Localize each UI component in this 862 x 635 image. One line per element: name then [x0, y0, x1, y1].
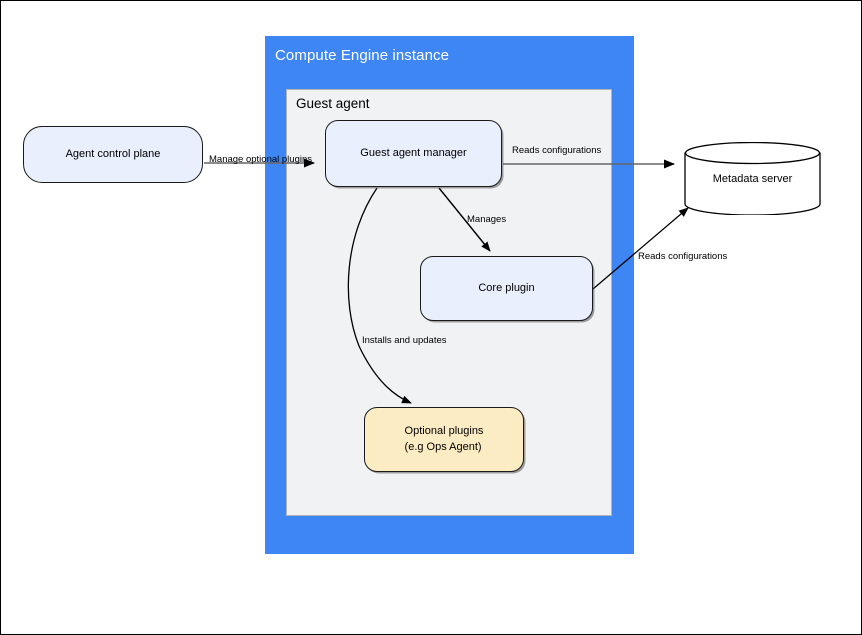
- node-core-plugin-label: Core plugin: [478, 281, 535, 294]
- edge-label-manage-optional-plugins: Manage optional plugins: [209, 154, 312, 165]
- node-guest-agent-manager[interactable]: Guest agent manager: [325, 120, 502, 187]
- edge-label-manages: Manages: [467, 214, 507, 225]
- container-guest-agent-label: Guest agent: [296, 96, 370, 111]
- edge-label-reads-configurations-manager: Reads configurations: [512, 145, 602, 156]
- container-compute-engine-instance-label: Compute Engine instance: [275, 47, 450, 64]
- node-optional-plugins-label: Optional plugins (e.g Ops Agent): [405, 424, 484, 456]
- node-guest-agent-manager-label: Guest agent manager: [360, 146, 467, 159]
- edge-label-installs-and-updates: Installs and updates: [362, 335, 447, 346]
- node-metadata-server[interactable]: Metadata server: [684, 141, 821, 216]
- node-core-plugin[interactable]: Core plugin: [420, 256, 593, 321]
- cylinder-shape: [684, 141, 821, 216]
- node-optional-plugins-label-line1: Optional plugins: [404, 424, 484, 437]
- node-agent-control-plane[interactable]: Agent control plane: [23, 126, 203, 183]
- edge-label-reads-configurations-core: Reads configurations: [638, 251, 728, 262]
- node-agent-control-plane-label: Agent control plane: [65, 147, 161, 160]
- node-optional-plugins-label-line2: (e.g Ops Agent): [404, 440, 482, 453]
- node-metadata-server-label: Metadata server: [712, 172, 793, 185]
- node-metadata-server-label-wrap: Metadata server: [684, 142, 821, 215]
- node-optional-plugins[interactable]: Optional plugins (e.g Ops Agent): [364, 407, 524, 472]
